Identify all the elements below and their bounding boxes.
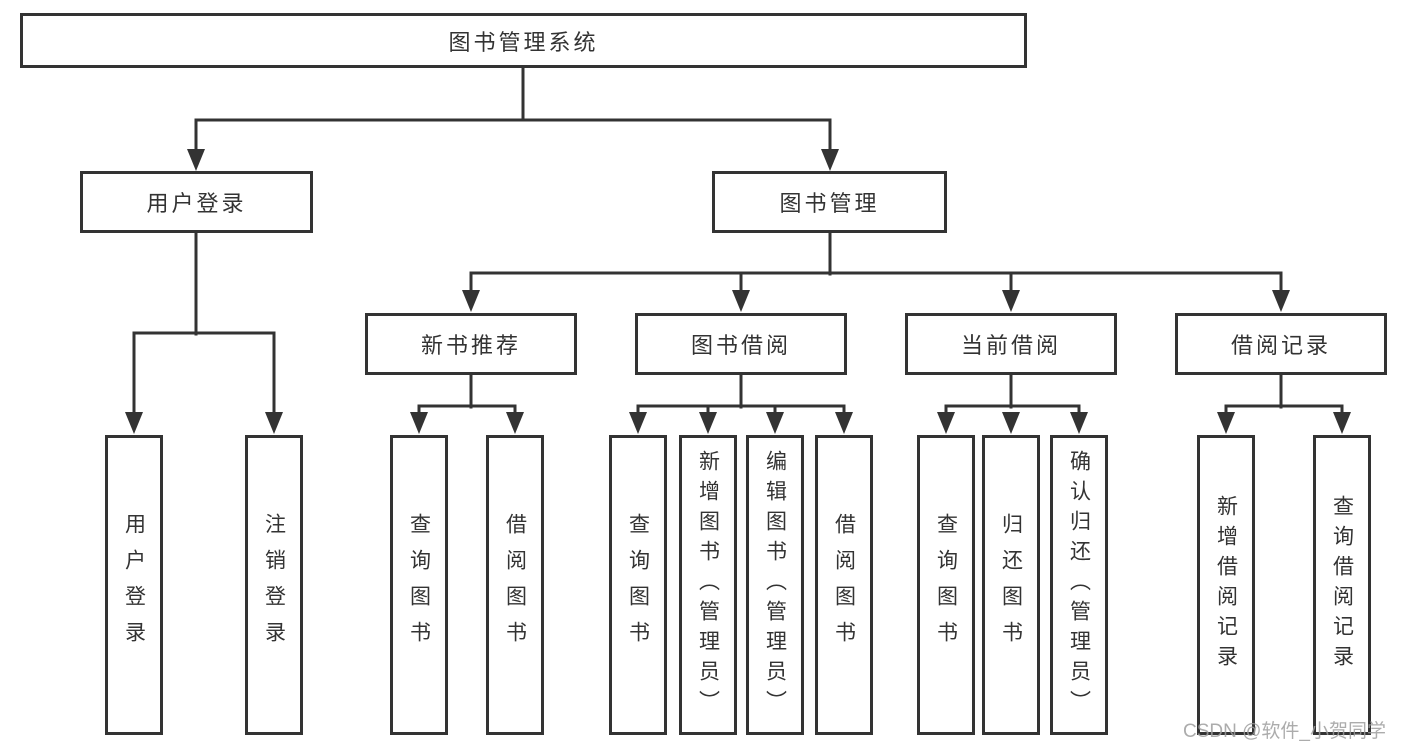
leaf-add-book-admin: 新增图书（管理员） — [679, 435, 737, 735]
node-book-borrowing-label: 图书借阅 — [690, 333, 791, 358]
watermark: CSDN @软件_小贺同学 — [1183, 721, 1386, 742]
leaf-logout: 注销登录 — [245, 435, 303, 735]
connector-root-to-level2 — [187, 66, 839, 171]
node-current-borrowing: 当前借阅 — [905, 313, 1117, 375]
node-new-book-recommend-label: 新书推荐 — [420, 333, 521, 358]
node-new-book-recommend: 新书推荐 — [365, 313, 577, 375]
leaf-query-books-recommend: 查询图书 — [390, 435, 448, 735]
leaf-add-borrow-record-label: 新增借阅记录 — [1214, 495, 1238, 675]
leaf-return-book-label: 归还图书 — [999, 513, 1023, 657]
leaf-edit-book-admin-label: 编辑图书（管理员） — [763, 450, 787, 720]
node-borrowing-records-label: 借阅记录 — [1230, 333, 1331, 358]
leaf-query-borrow-record: 查询借阅记录 — [1313, 435, 1371, 735]
leaf-logout-label: 注销登录 — [262, 513, 286, 657]
leaf-add-book-admin-label: 新增图书（管理员） — [696, 450, 720, 720]
node-current-borrowing-label: 当前借阅 — [960, 333, 1061, 358]
leaf-query-books-recommend-label: 查询图书 — [407, 513, 431, 657]
leaf-query-books-current-label: 查询图书 — [934, 513, 958, 657]
leaf-borrow-books-borrowing: 借阅图书 — [815, 435, 873, 735]
leaf-confirm-return-admin-label: 确认归还（管理员） — [1067, 450, 1091, 720]
leaf-edit-book-admin: 编辑图书（管理员） — [746, 435, 804, 735]
leaf-confirm-return-admin: 确认归还（管理员） — [1050, 435, 1108, 735]
connector-new-book-children — [410, 373, 524, 434]
node-book-management: 图书管理 — [712, 171, 947, 233]
connector-book-management-children — [462, 231, 1290, 312]
node-book-borrowing: 图书借阅 — [635, 313, 847, 375]
leaf-borrow-books-borrowing-label: 借阅图书 — [832, 513, 856, 657]
node-library-system-label: 图书管理系统 — [448, 29, 599, 55]
node-borrowing-records: 借阅记录 — [1175, 313, 1387, 375]
leaf-query-books-current: 查询图书 — [917, 435, 975, 735]
node-user-login: 用户登录 — [80, 171, 313, 233]
connector-book-borrowing-children — [629, 373, 853, 434]
connector-user-login-children — [125, 231, 283, 434]
leaf-query-books-borrowing: 查询图书 — [609, 435, 667, 735]
leaf-add-borrow-record: 新增借阅记录 — [1197, 435, 1255, 735]
connector-borrowing-records-children — [1217, 373, 1351, 434]
node-user-login-label: 用户登录 — [146, 191, 247, 216]
connector-current-borrowing-children — [937, 373, 1088, 434]
leaf-query-books-borrowing-label: 查询图书 — [626, 513, 650, 657]
node-library-system: 图书管理系统 — [20, 13, 1027, 68]
leaf-borrow-books-recommend-label: 借阅图书 — [503, 513, 527, 657]
leaf-borrow-books-recommend: 借阅图书 — [486, 435, 544, 735]
leaf-user-login: 用户登录 — [105, 435, 163, 735]
leaf-user-login-label: 用户登录 — [122, 513, 146, 657]
leaf-return-book: 归还图书 — [982, 435, 1040, 735]
node-book-management-label: 图书管理 — [779, 191, 880, 216]
leaf-query-borrow-record-label: 查询借阅记录 — [1330, 495, 1354, 675]
